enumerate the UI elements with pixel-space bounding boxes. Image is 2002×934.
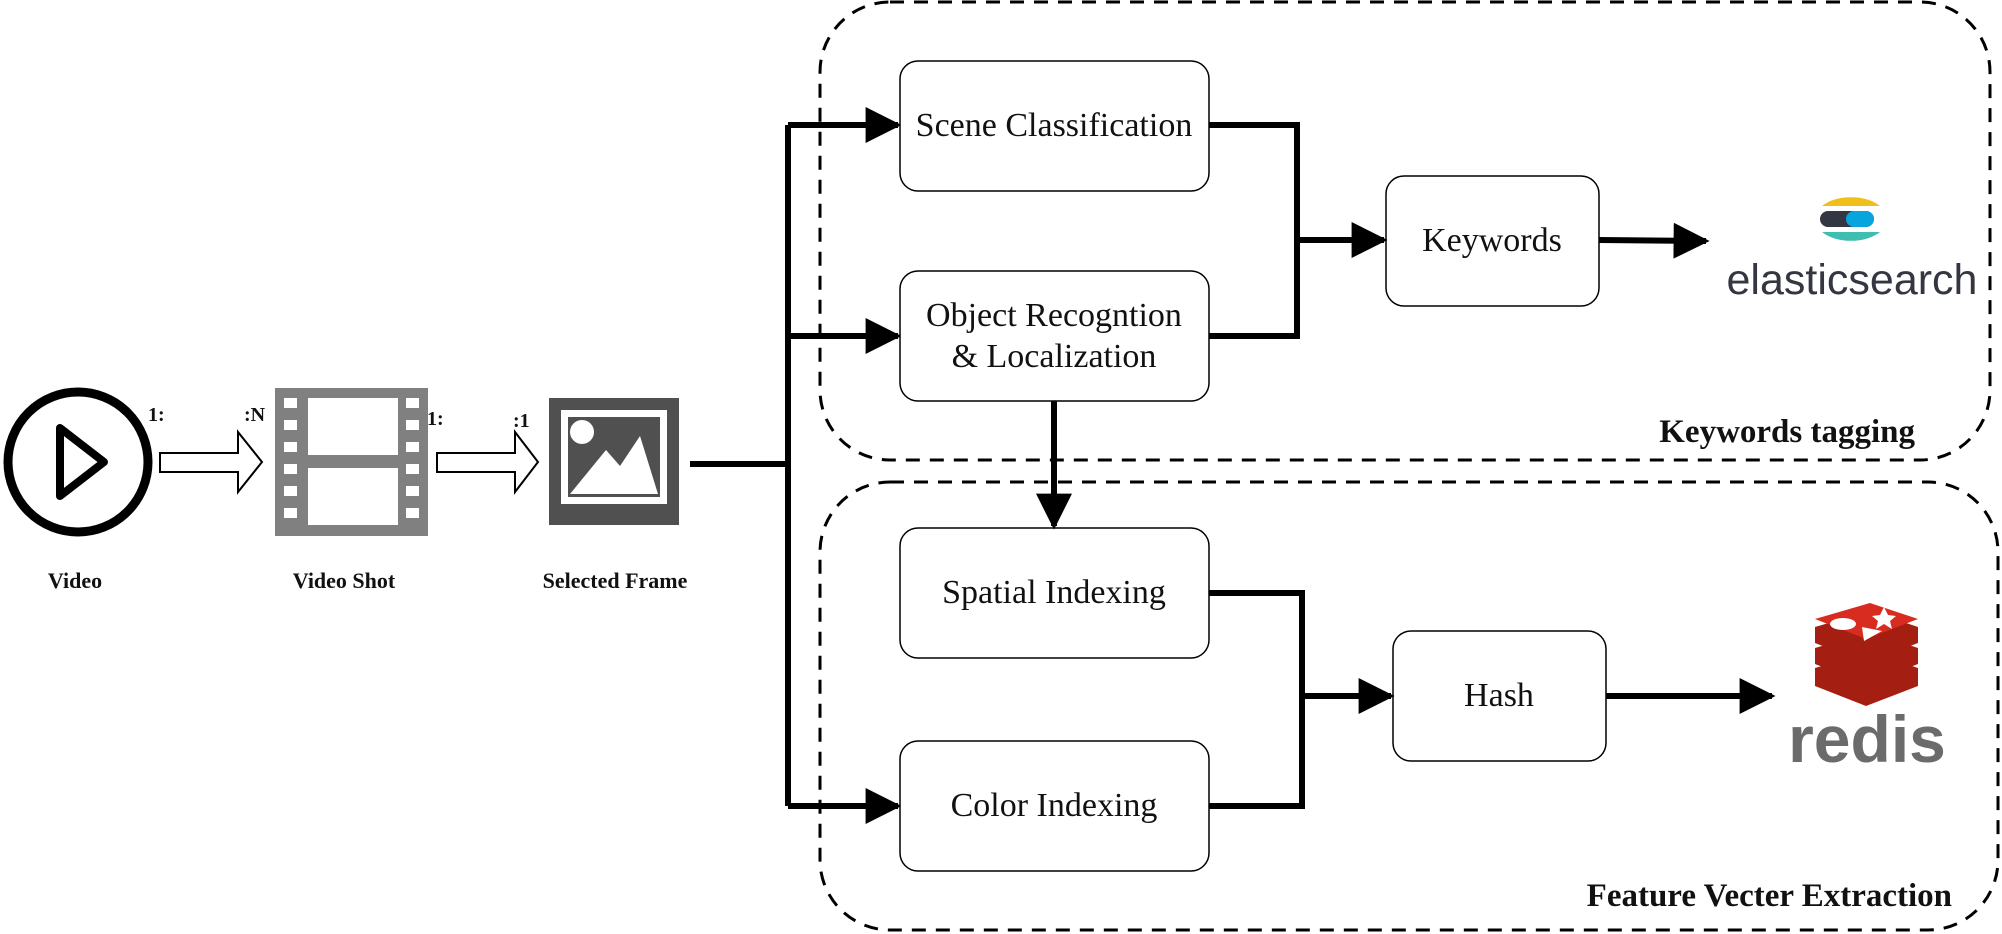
film-strip-icon — [275, 388, 428, 536]
elasticsearch-wordmark: elasticsearch — [1727, 256, 1978, 304]
feature-extraction-title: Feature Vecter Extraction — [1587, 878, 1952, 914]
object-recognition-label-line1: Object Recogntion — [926, 297, 1182, 334]
keywords-label: Keywords — [1422, 222, 1562, 259]
redis-logo: redis — [1788, 603, 1946, 776]
spatial-indexing-label: Spatial Indexing — [942, 574, 1166, 611]
hollow-arrow-1 — [159, 429, 264, 495]
keywords-tagging-group — [818, 0, 1992, 462]
selected-frame-caption: Selected Frame — [543, 568, 688, 593]
hash-label: Hash — [1464, 677, 1534, 714]
object-recognition-box — [899, 270, 1210, 402]
scene-classification-label: Scene Classification — [916, 107, 1193, 144]
elasticsearch-logo: elasticsearch — [1727, 197, 1978, 304]
image-icon — [549, 398, 679, 525]
frame-connectors — [690, 107, 902, 824]
ratio-video-left: 1: — [148, 404, 165, 426]
redis-wordmark: redis — [1788, 702, 1946, 776]
keywords-tagging-title: Keywords tagging — [1659, 414, 1915, 450]
color-indexing-label: Color Indexing — [951, 787, 1158, 824]
ratio-shot-right: :1 — [513, 410, 530, 432]
ratio-video-right: :N — [244, 404, 266, 426]
object-recognition-label-line2: & Localization — [952, 338, 1157, 375]
hollow-arrow-2 — [436, 429, 540, 495]
video-shot-caption: Video Shot — [293, 568, 396, 593]
merge-connectors — [1036, 122, 1776, 809]
feature-extraction-group — [818, 480, 2000, 932]
play-circle-icon — [3, 387, 153, 537]
video-caption: Video — [48, 568, 102, 593]
ratio-shot-left: 1: — [427, 408, 444, 430]
